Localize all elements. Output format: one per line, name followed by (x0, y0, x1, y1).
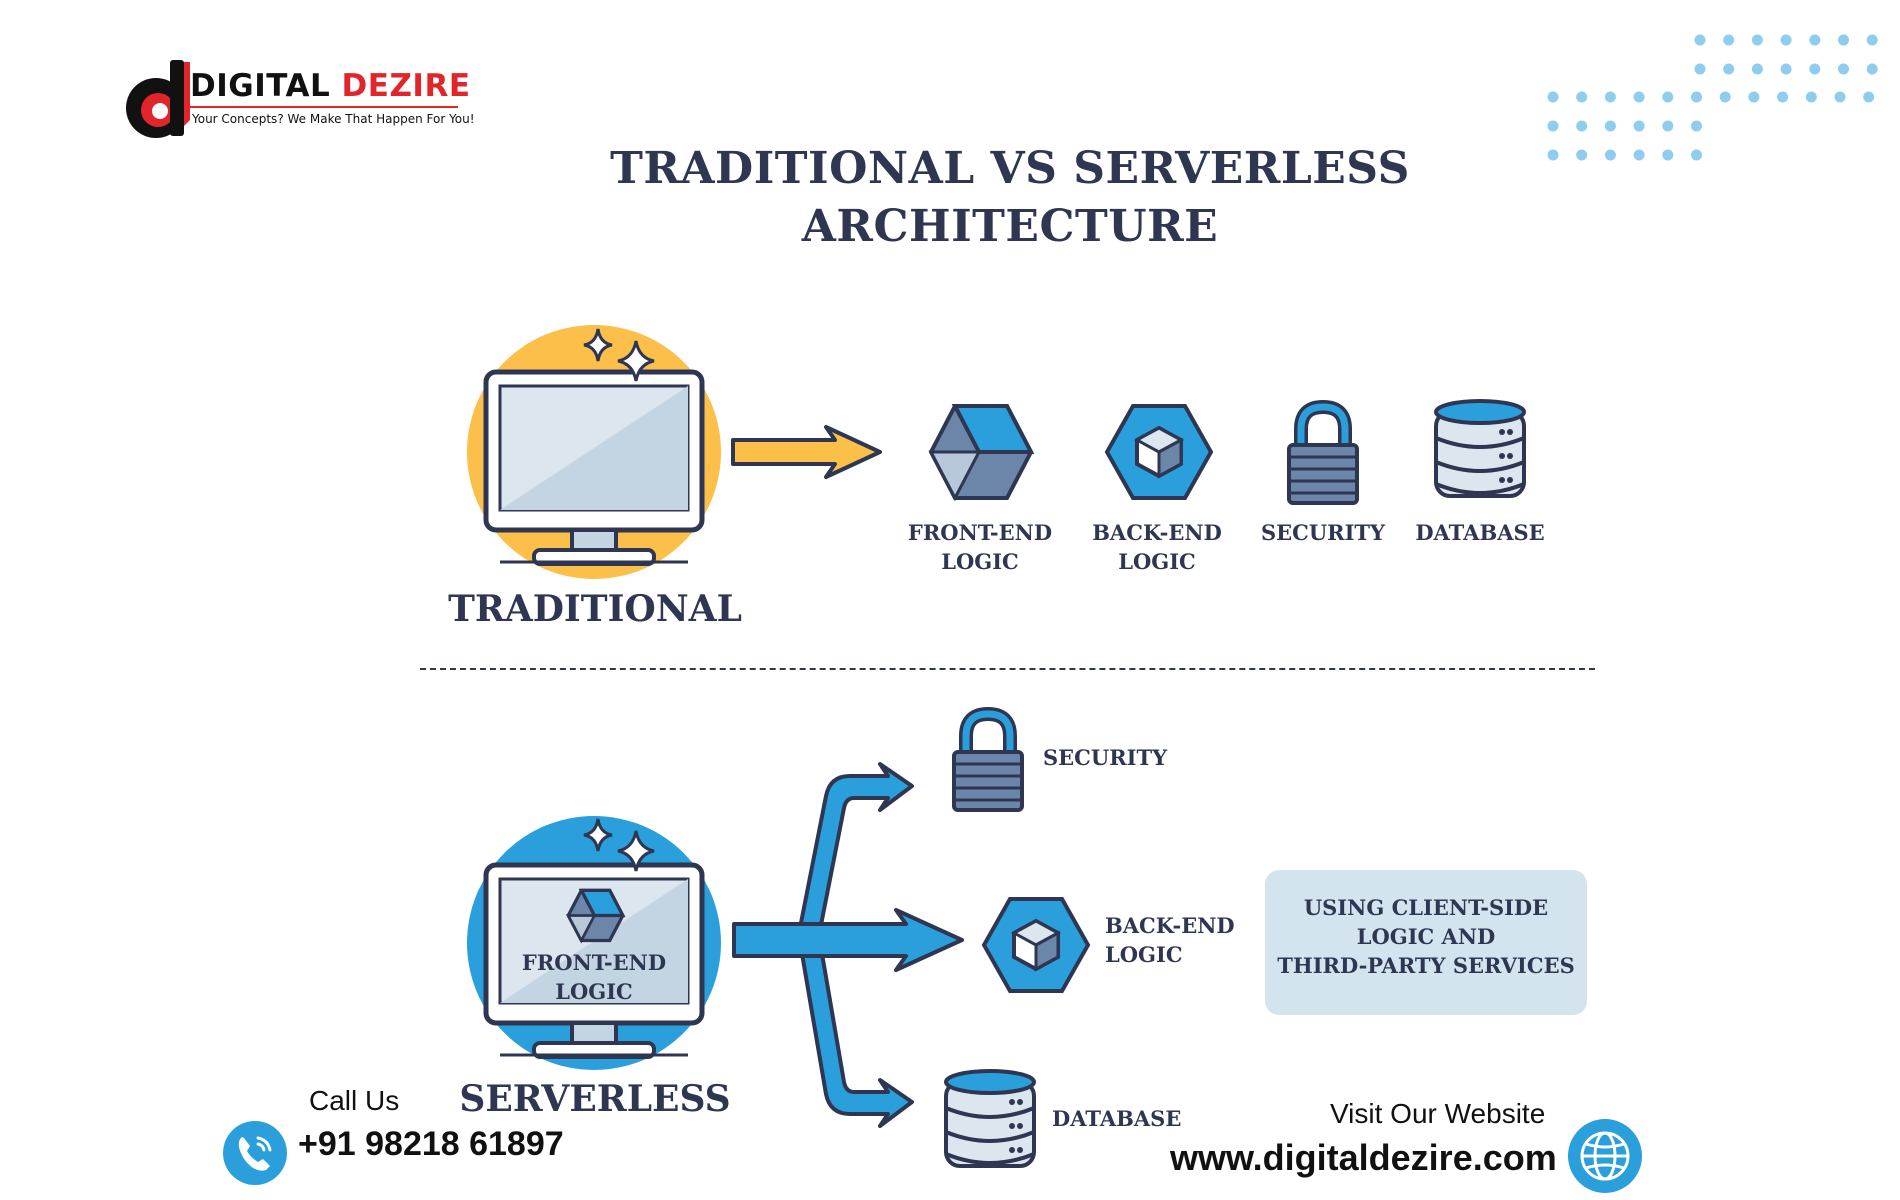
decoration-dot (1633, 149, 1645, 161)
traditional-label: TRADITIONAL (448, 588, 742, 630)
decoration-dot (1809, 34, 1821, 46)
decoration-dot (1723, 34, 1735, 46)
serverless-backend-label: BACK-END LOGIC (1105, 913, 1235, 967)
database-icon (944, 1069, 1036, 1168)
decoration-dot (1576, 120, 1588, 132)
decoration-dot (1662, 120, 1674, 132)
padlock-icon (1287, 399, 1359, 505)
decoration-dot (1751, 34, 1763, 46)
serverless-security-label: SECURITY (1043, 745, 1168, 770)
serverless-monitor-icon (467, 816, 721, 1070)
decoration-dot (1576, 149, 1588, 161)
visit-website-label: Visit Our Website (1330, 1098, 1546, 1129)
decoration-dot (1780, 63, 1792, 75)
decoration-dot (1780, 34, 1792, 46)
decoration-dot (1751, 63, 1763, 75)
screen-cube-icon (566, 888, 626, 944)
brand-name-part2: DEZIRE (341, 68, 471, 104)
traditional-frontend-label: FRONT-END LOGIC (907, 520, 1053, 574)
decoration-dot (1694, 34, 1706, 46)
decoration-dot (1777, 91, 1789, 103)
decoration-dot (1809, 63, 1821, 75)
decoration-dot (1719, 91, 1731, 103)
decoration-dot (1834, 91, 1846, 103)
decoration-dot (1866, 63, 1878, 75)
traditional-backend-label: BACK-END LOGIC (1092, 520, 1222, 574)
section-divider (420, 668, 1595, 670)
decoration-dot (1547, 120, 1559, 132)
website-link[interactable]: www.digitaldezire.com (1170, 1137, 1557, 1178)
decoration-dot (1863, 91, 1875, 103)
brand-tagline: Your Concepts? We Make That Happen For Y… (192, 112, 475, 126)
traditional-security-label: SECURITY (1260, 520, 1386, 545)
serverless-database-label: DATABASE (1052, 1106, 1182, 1131)
sparkle-icon (583, 328, 655, 382)
sparkle-icon (583, 818, 655, 872)
page-title-line2: ARCHITECTURE (801, 201, 1219, 252)
decoration-dot (1723, 63, 1735, 75)
decoration-dot (1838, 34, 1849, 46)
note-box (1265, 870, 1587, 1015)
traditional-monitor-icon (467, 325, 721, 579)
traditional-database-label: DATABASE (1415, 520, 1545, 545)
decoration-dot (1604, 149, 1616, 161)
decoration-dot (1866, 34, 1878, 46)
hex-cube-icon (1104, 404, 1214, 500)
note-text: USING CLIENT-SIDE LOGIC AND THIRD-PARTY … (1277, 895, 1575, 978)
decoration-dot (1547, 91, 1559, 103)
decoration-dot (1838, 63, 1849, 75)
call-us-label: Call Us (309, 1085, 400, 1116)
decoration-dot (1547, 149, 1559, 161)
brand-underline (190, 106, 458, 108)
decoration-dot (1805, 91, 1817, 103)
globe-icon[interactable] (1567, 1118, 1643, 1194)
decoration-dot (1604, 120, 1616, 132)
decoration-dot (1576, 91, 1588, 103)
brand-logo-icon (126, 60, 190, 138)
phone-icon[interactable] (222, 1120, 288, 1186)
brand-name-part1: DIGITAL (190, 68, 331, 104)
decoration-dot (1691, 91, 1702, 103)
decoration-dot (1748, 91, 1760, 103)
decoration-dot (1604, 91, 1616, 103)
phone-number[interactable]: +91 98218 61897 (298, 1125, 564, 1163)
decoration-dot (1633, 91, 1645, 103)
database-icon (1434, 399, 1526, 498)
brand-name: DIGITAL DEZIRE (190, 68, 471, 104)
hex-cube-icon (981, 897, 1091, 993)
padlock-icon (952, 706, 1024, 812)
right-arrow-icon (731, 425, 882, 479)
decoration-dot (1691, 149, 1702, 161)
page-title: TRADITIONAL VS SERVERLESS ARCHITECTURE (590, 140, 1430, 256)
decoration-dot (1662, 91, 1674, 103)
branch-arrows-icon (732, 762, 964, 1128)
page-title-line1: TRADITIONAL VS SERVERLESS (610, 143, 1410, 194)
cube-icon (928, 404, 1035, 502)
decoration-dot (1633, 120, 1645, 132)
serverless-label: SERVERLESS (459, 1078, 731, 1120)
screen-frontend-label: FRONT-END LOGIC (521, 950, 667, 1004)
decoration-dot (1662, 149, 1674, 161)
decoration-dot (1694, 63, 1706, 75)
decoration-dot (1691, 120, 1702, 132)
